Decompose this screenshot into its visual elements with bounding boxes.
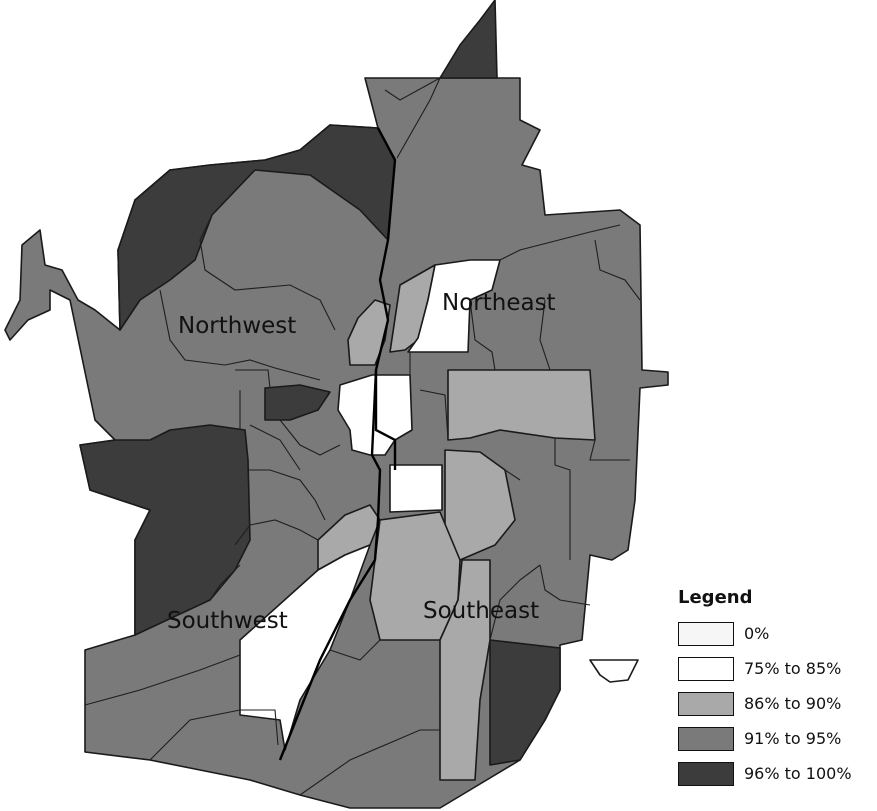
boundary-line [489, 564, 541, 641]
boundary-line [384, 77, 441, 101]
boundary-line [279, 419, 341, 456]
legend-title: Legend [678, 587, 753, 608]
boundary-line [249, 424, 301, 471]
district-north-tip [439, 0, 498, 79]
river [278, 127, 397, 761]
district-east-light [447, 369, 596, 441]
legend-swatch [678, 656, 734, 681]
legend-item: 91% to 95% [678, 721, 874, 756]
boundary-line [84, 654, 241, 706]
boundary-line [248, 469, 326, 521]
region-label-southeast: Southeast [423, 598, 539, 624]
boundary-line [240, 709, 279, 746]
boundary-line [299, 729, 440, 796]
legend-label: 96% to 100% [744, 764, 852, 783]
region-label-northwest: Northwest [178, 313, 296, 339]
boundary-line [396, 77, 441, 159]
legend-swatch [678, 691, 734, 716]
boundary-line [209, 564, 241, 601]
boundary-line [235, 369, 271, 389]
boundary-line [234, 519, 319, 546]
boundary-line [329, 639, 381, 661]
district-east-appendix [589, 659, 639, 683]
boundary-line [499, 224, 621, 261]
legend-label: 75% to 85% [744, 659, 842, 678]
boundary-line [589, 439, 630, 461]
legend-item: 86% to 90% [678, 686, 874, 721]
legend-label: 91% to 95% [744, 729, 842, 748]
boundary-line [554, 438, 571, 560]
boundary-line [539, 299, 551, 371]
legend-item: 0% [678, 616, 874, 651]
legend-swatch [678, 621, 734, 646]
district-northeast-white [407, 259, 501, 353]
district-downtown-east-white [389, 464, 443, 513]
river-branch [374, 370, 397, 470]
district-southeast-dark [489, 639, 561, 766]
boundary-line [594, 239, 641, 301]
boundary-line [504, 469, 521, 481]
legend-label: 86% to 90% [744, 694, 842, 713]
boundary-line [419, 389, 449, 441]
legend-item: 96% to 100% [678, 756, 874, 791]
boundary-line [149, 709, 241, 761]
legend-swatch [678, 761, 734, 786]
boundary-line [159, 289, 321, 381]
boundary-line [199, 214, 336, 331]
legend-swatch [678, 726, 734, 751]
map-legend: Legend 0% 75% to 85% 86% to 90% 91% to 9… [678, 587, 874, 791]
region-label-northeast: Northeast [442, 290, 556, 316]
boundary-line [539, 564, 591, 606]
district-west-dark [79, 424, 251, 636]
legend-item: 75% to 85% [678, 651, 874, 686]
district-center-dark [264, 384, 331, 421]
boundary-line [469, 299, 496, 371]
legend-label: 0% [744, 624, 770, 643]
region-label-southwest: Southwest [167, 608, 288, 634]
